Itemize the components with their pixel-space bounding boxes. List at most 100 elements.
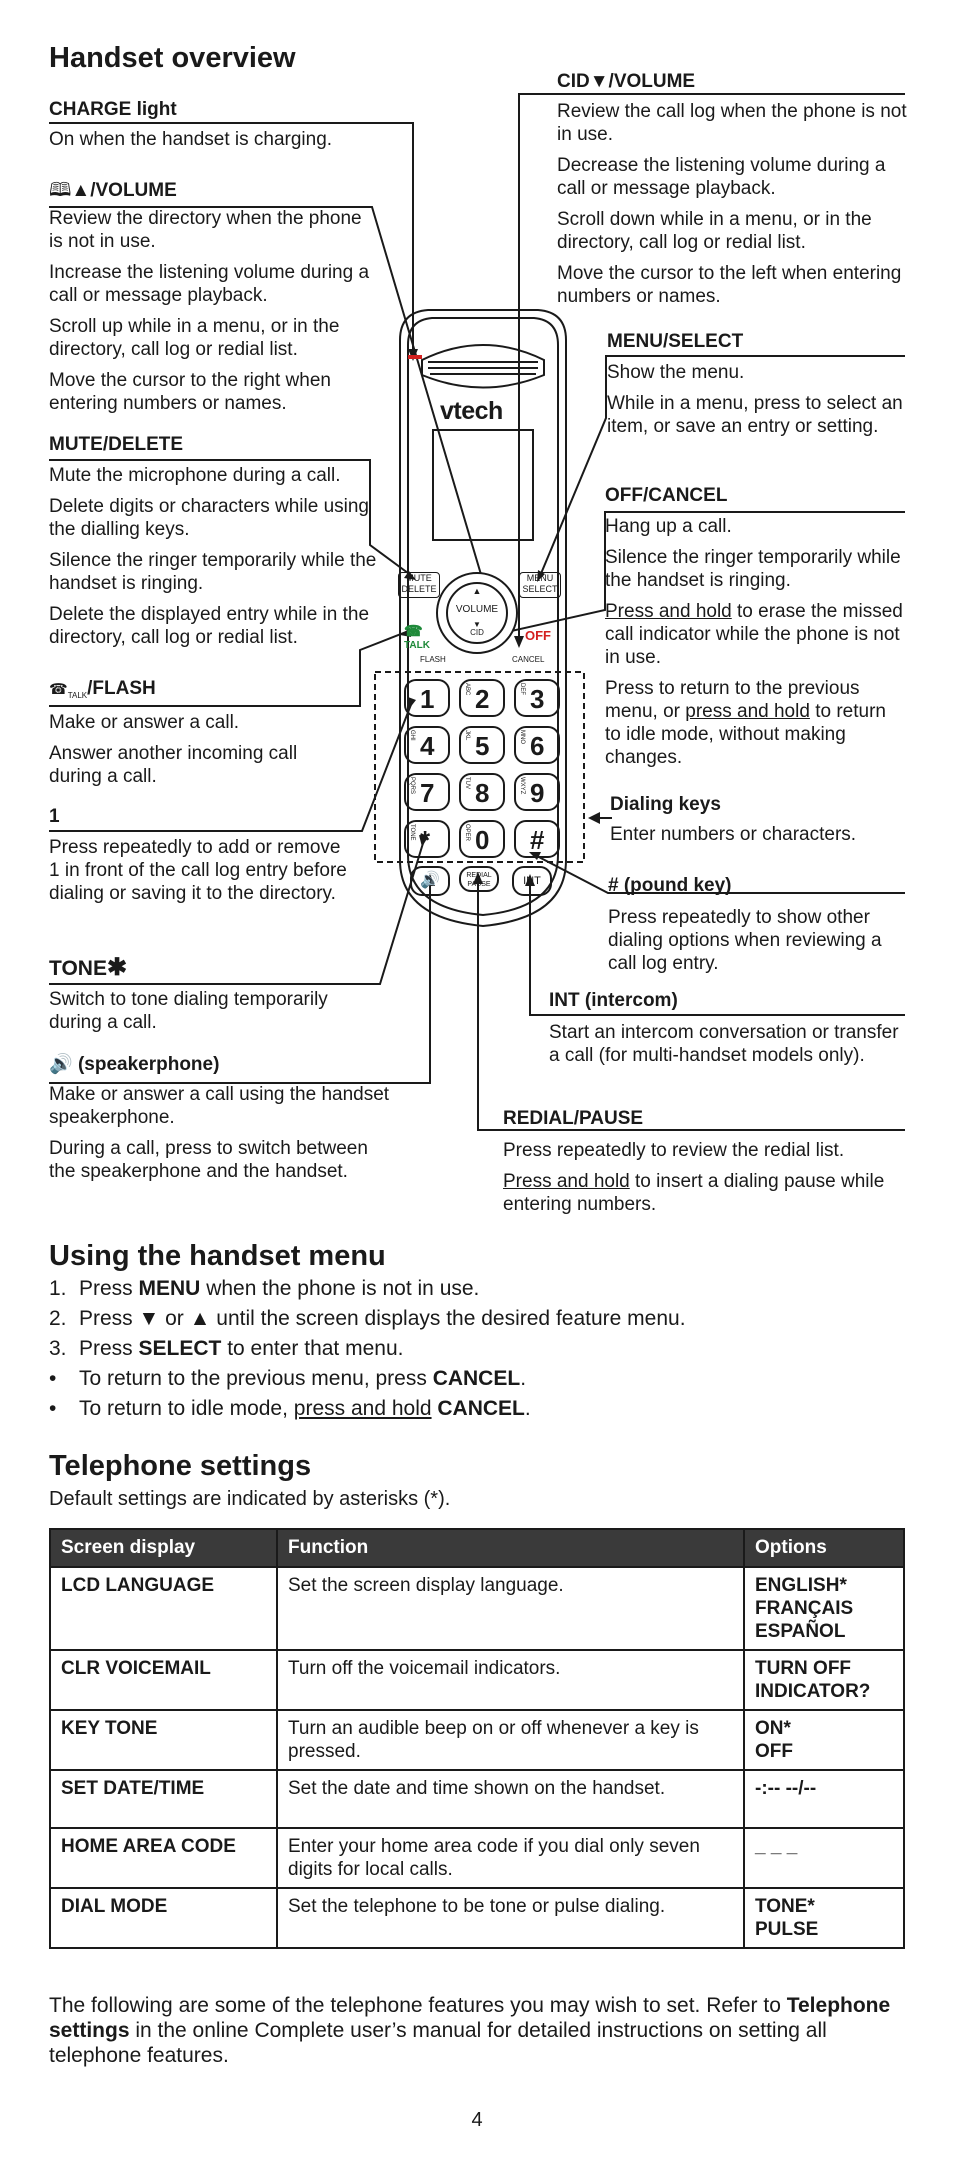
label-mute-delete: MUTE/DELETE [49, 434, 184, 455]
dial-key[interactable]: ABC 2 [459, 679, 505, 717]
label-cid-volume: CID▼/VOLUME [557, 71, 696, 92]
label-tone: TONE✱ [49, 954, 128, 981]
label-charge-light: CHARGE light [49, 99, 177, 120]
function-cell: Set the screen display language. [276, 1566, 745, 1651]
charge-light-indicator [408, 355, 422, 359]
options-cell: _ _ _ [743, 1827, 905, 1889]
dial-key[interactable]: TONE* [404, 820, 450, 858]
desc-key-1: Press repeatedly to add or remove 1 in f… [49, 837, 347, 904]
cid-label: CID [470, 628, 484, 637]
brand-logo: vtech [440, 397, 503, 425]
key-number: 5 [475, 731, 490, 761]
desc-charge-light: On when the handset is charging. [49, 129, 333, 150]
option-value: INDICATOR? [755, 1681, 871, 1702]
section-title-handset-overview: Handset overview [49, 42, 296, 74]
screen-display-cell: KEY TONE [49, 1709, 278, 1771]
column-header: Function [276, 1528, 745, 1568]
dial-key[interactable]: PQRS 7 [404, 773, 450, 811]
desc-intercom: Start an intercom conversation or transf… [549, 1022, 899, 1066]
desc-menu-select: Show the menu. While in a menu, press to… [607, 362, 903, 437]
nav-up-icon: ▲ [472, 586, 482, 596]
desc-directory-volume: Review the directory when the phone is n… [49, 208, 370, 414]
intercom-button[interactable]: INT [512, 866, 552, 896]
function-cell: Turn an audible beep on or off whenever … [276, 1709, 745, 1771]
option-value: OFF [755, 1741, 793, 1762]
screen-display-cell: HOME AREA CODE [49, 1827, 278, 1889]
key-letters: DEF [519, 683, 525, 695]
page-number: 4 [471, 2109, 483, 2131]
table-header-row: Screen display Function Options [49, 1528, 905, 1568]
key-letters: ABC [464, 683, 470, 696]
option-value: _ _ _ [755, 1836, 798, 1857]
list-item: 1.Press MENU when the phone is not in us… [49, 1277, 480, 1300]
desc-cid-volume: Review the call log when the phone is no… [557, 101, 907, 307]
key-number: 8 [475, 778, 490, 808]
key-number: * [420, 825, 431, 855]
key-letters: PQRS [409, 777, 415, 795]
option-value: TURN OFF [755, 1658, 852, 1679]
desc-mute-delete: Mute the microphone during a call. Delet… [49, 465, 377, 648]
options-cell: ON*OFF [743, 1709, 905, 1771]
key-number: 6 [530, 731, 545, 761]
label-talk-flash: ☎TALK/FLASH [49, 678, 156, 700]
volume-label: VOLUME [455, 604, 499, 615]
key-letters: TUV [464, 777, 470, 789]
handset-illustration [399, 309, 567, 928]
up-arrow-icon: ▲ [71, 180, 91, 201]
section-title-telephone-settings: Telephone settings [49, 1450, 312, 1482]
cancel-label: CANCEL [512, 655, 545, 664]
key-letters: WXYZ [519, 777, 525, 795]
speakerphone-button[interactable]: 🔊 [410, 866, 450, 896]
dial-key[interactable]: JKL 5 [459, 726, 505, 764]
down-arrow-icon: ▼ [589, 71, 609, 92]
key-number: 7 [420, 778, 435, 808]
label-intercom: INT (intercom) [549, 990, 678, 1011]
desc-tone: Switch to tone dialing temporarily durin… [49, 989, 328, 1033]
list-item: •To return to idle mode, press and hold … [49, 1397, 531, 1420]
desc-pound-key: Press repeatedly to show other dialing o… [608, 907, 882, 974]
talk-phone-icon: ☎ [404, 623, 423, 640]
option-value: -:-- --/-- [755, 1778, 817, 1799]
options-cell: -:-- --/-- [743, 1769, 905, 1829]
label-directory-volume: 🕮▲/VOLUME [49, 180, 177, 201]
key-number: 0 [475, 825, 490, 855]
settings-table: Screen display Function Options LCD LANG… [49, 1528, 905, 1949]
label-pound-key: # (pound key) [608, 875, 732, 896]
label-speakerphone: 🔊 (speakerphone) [49, 1054, 220, 1075]
tone-star-icon: ✱ [106, 954, 128, 981]
dial-key[interactable]: # [514, 820, 560, 858]
off-button[interactable]: OFF [525, 628, 551, 643]
talk-button[interactable]: ☎TALK [404, 623, 430, 651]
screen-display-cell: SET DATE/TIME [49, 1769, 278, 1829]
function-cell: Set the telephone to be tone or pulse di… [276, 1887, 745, 1949]
desc-off-cancel: Hang up a call. Silence the ringer tempo… [605, 516, 903, 768]
screen-display-cell: LCD LANGUAGE [49, 1566, 278, 1651]
nav-down-icon: ▼ [473, 620, 481, 629]
option-value: ESPAÑOL [755, 1621, 846, 1642]
key-number: # [530, 825, 545, 855]
list-item: 2.Press ▼ or ▲ until the screen displays… [49, 1307, 686, 1330]
key-letters: JKL [464, 730, 470, 741]
label-dialing-keys: Dialing keys [610, 794, 721, 815]
key-number: 4 [420, 731, 435, 761]
dial-key[interactable]: TUV 8 [459, 773, 505, 811]
nav-ring[interactable]: ▲ VOLUME ▼ CID [436, 572, 518, 654]
desc-speakerphone: Make or answer a call using the handset … [49, 1084, 390, 1182]
talk-phone-icon: ☎TALK [49, 681, 88, 700]
screen-display-cell: DIAL MODE [49, 1887, 278, 1949]
dial-key[interactable]: 1 [404, 679, 450, 717]
key-number: 1 [420, 684, 435, 714]
key-number: 2 [475, 684, 490, 714]
